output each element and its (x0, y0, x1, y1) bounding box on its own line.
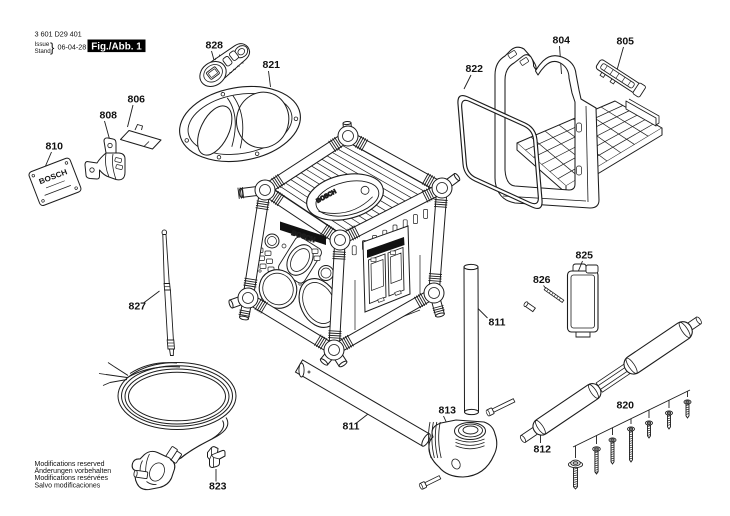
svg-text:823: 823 (209, 481, 227, 493)
svg-text:812: 812 (534, 444, 552, 456)
svg-text:808: 808 (100, 110, 118, 122)
svg-text:805: 805 (617, 36, 635, 48)
svg-text:}: } (50, 40, 55, 55)
svg-text:806: 806 (128, 94, 146, 106)
svg-text:811: 811 (343, 421, 360, 433)
svg-text:Modifications resérvées: Modifications resérvées (35, 475, 109, 482)
svg-text:822: 822 (466, 63, 484, 75)
svg-text:820: 820 (617, 400, 635, 412)
svg-text:Salvo modificaciones: Salvo modificaciones (35, 482, 101, 489)
svg-text:821: 821 (263, 59, 281, 71)
svg-text:813: 813 (439, 405, 457, 417)
svg-text:826: 826 (533, 274, 551, 286)
svg-text:810: 810 (46, 141, 64, 153)
svg-text:Stand: Stand (35, 48, 52, 55)
svg-text:825: 825 (576, 250, 594, 262)
svg-text:804: 804 (553, 35, 571, 47)
svg-text:Modifications reserved: Modifications reserved (35, 461, 105, 468)
svg-text:Fig./Abb. 1: Fig./Abb. 1 (91, 42, 142, 53)
svg-text:3 601 D29 401: 3 601 D29 401 (35, 30, 82, 39)
svg-text:Änderungen vorbehalten: Änderungen vorbehalten (35, 467, 112, 475)
svg-text:827: 827 (129, 301, 147, 313)
svg-text:06-04-28: 06-04-28 (58, 43, 87, 52)
svg-text:828: 828 (206, 40, 224, 52)
svg-text:Issue: Issue (35, 41, 50, 48)
svg-text:811: 811 (489, 317, 506, 329)
